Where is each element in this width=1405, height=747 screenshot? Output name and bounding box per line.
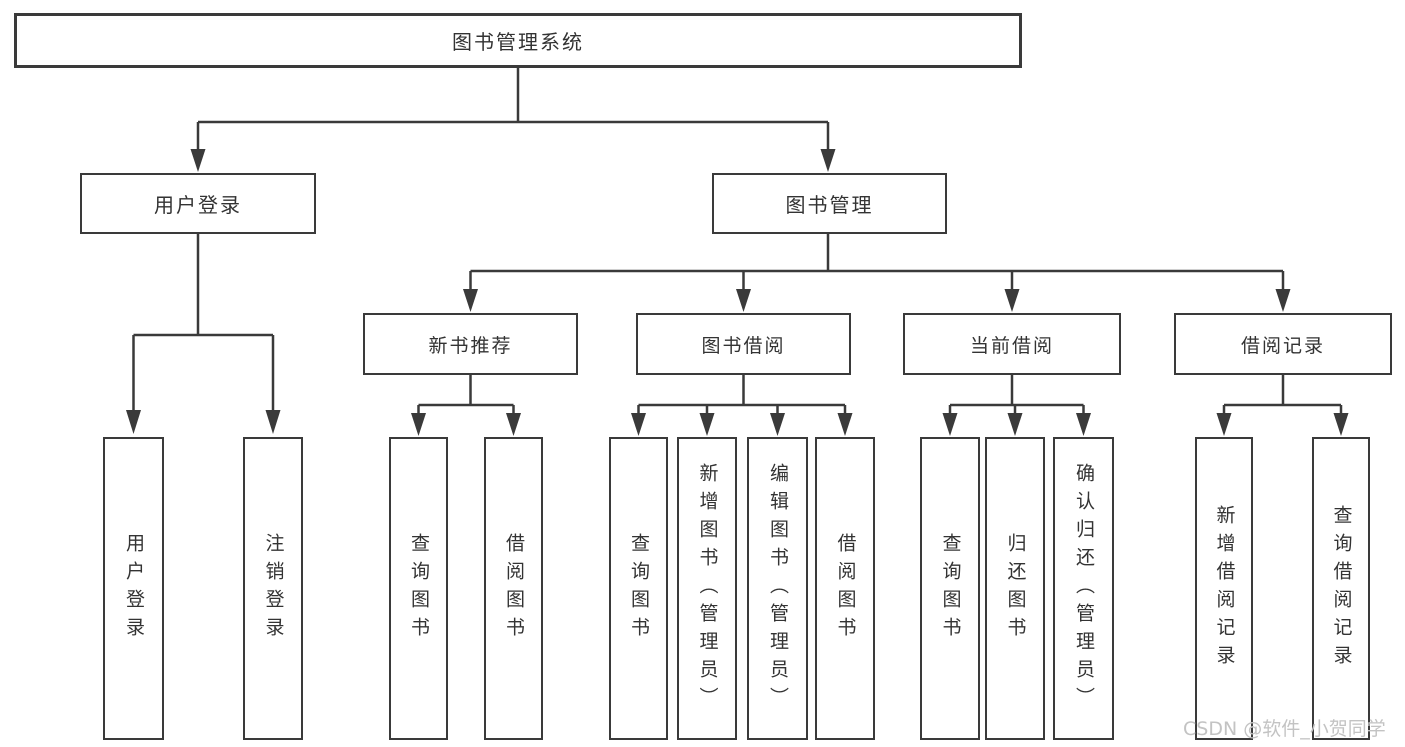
arrowhead-records-query <box>1333 413 1349 436</box>
new-books-label: 新书推荐 <box>428 334 513 357</box>
leaf-borrow-edit: 编辑图书（管理员） <box>747 437 808 740</box>
node-user-login: 用户登录 <box>80 173 316 234</box>
leaf-borrow-borrow: 借阅图书 <box>815 437 875 740</box>
arrowhead-current-query <box>942 413 958 436</box>
leaf-records-add-label: 新增借阅记录 <box>1213 504 1236 673</box>
arrowhead-user-login-leaf <box>126 410 141 434</box>
arrowhead-borrow-query <box>631 413 646 436</box>
leaf-records-add: 新增借阅记录 <box>1195 437 1253 740</box>
leaf-current-confirm-label: 确认归还（管理员） <box>1073 462 1095 715</box>
node-borrow-records: 借阅记录 <box>1174 313 1392 375</box>
leaf-logout: 注销登录 <box>243 437 303 740</box>
leaf-borrow-query-label: 查询图书 <box>628 532 650 645</box>
arrowhead-book-mgmt <box>820 149 836 172</box>
leaf-borrow-query: 查询图书 <box>609 437 668 740</box>
leaf-newbooks-borrow: 借阅图书 <box>484 437 543 740</box>
leaf-borrow-borrow-label: 借阅图书 <box>834 532 857 645</box>
connector-root-to-level2 <box>196 68 830 151</box>
arrowhead-new-books <box>463 289 478 312</box>
connector-new-books-to-leaves <box>417 375 515 415</box>
leaf-current-confirm: 确认归还（管理员） <box>1053 437 1114 740</box>
csdn-watermark: CSDN @软件_小贺同学 <box>1183 718 1386 740</box>
arrowhead-current-borrow <box>1004 289 1020 312</box>
arrowhead-user-login <box>190 149 206 172</box>
root-node-system-title: 图书管理系统 <box>14 13 1022 68</box>
arrowhead-borrow-borrow <box>837 413 853 436</box>
arrowhead-borrow-records <box>1275 289 1291 312</box>
leaf-current-return-label: 归还图书 <box>1004 532 1027 645</box>
book-borrow-label: 图书借阅 <box>701 334 786 357</box>
arrowhead-borrow-edit <box>770 413 785 436</box>
leaf-newbooks-query: 查询图书 <box>389 437 448 740</box>
arrowhead-current-confirm <box>1076 413 1091 436</box>
borrow-records-label: 借阅记录 <box>1240 334 1325 357</box>
leaf-user-login-label: 用户登录 <box>123 532 145 645</box>
connector-current-borrow-to-leaves <box>948 375 1085 415</box>
arrowhead-records-add <box>1216 413 1232 436</box>
leaf-current-query: 查询图书 <box>920 437 980 740</box>
connector-user-login-to-leaves <box>132 234 275 412</box>
arrowhead-borrow-add <box>699 413 715 436</box>
leaf-borrow-add: 新增图书（管理员） <box>677 437 737 740</box>
leaf-records-query-label: 查询借阅记录 <box>1330 504 1353 673</box>
leaf-newbooks-query-label: 查询图书 <box>408 532 430 645</box>
leaf-logout-label: 注销登录 <box>262 532 285 645</box>
leaf-borrow-edit-label: 编辑图书（管理员） <box>767 462 789 715</box>
node-book-borrow: 图书借阅 <box>636 313 851 375</box>
arrowhead-newbooks-query <box>411 413 426 436</box>
node-book-mgmt: 图书管理 <box>712 173 947 234</box>
leaf-user-login: 用户登录 <box>103 437 164 740</box>
arrowhead-current-return <box>1007 413 1023 436</box>
arrowhead-newbooks-borrow <box>506 413 521 436</box>
leaf-records-query: 查询借阅记录 <box>1312 437 1370 740</box>
book-mgmt-label: 图书管理 <box>785 193 874 217</box>
current-borrow-label: 当前借阅 <box>969 334 1054 357</box>
system-title-label: 图书管理系统 <box>452 30 584 54</box>
leaf-newbooks-borrow-label: 借阅图书 <box>503 532 525 645</box>
connector-borrow-records-to-leaves <box>1222 375 1343 415</box>
user-login-label: 用户登录 <box>154 193 242 217</box>
leaf-borrow-add-label: 新增图书（管理员） <box>696 462 719 715</box>
leaf-current-query-label: 查询图书 <box>939 532 962 645</box>
connector-book-borrow-to-leaves <box>637 375 847 415</box>
arrowhead-book-borrow <box>736 289 751 312</box>
connector-book-mgmt-to-level3 <box>469 234 1285 291</box>
leaf-current-return: 归还图书 <box>985 437 1045 740</box>
node-current-borrow: 当前借阅 <box>903 313 1121 375</box>
arrowhead-logout-leaf <box>265 410 281 434</box>
node-new-books: 新书推荐 <box>363 313 578 375</box>
